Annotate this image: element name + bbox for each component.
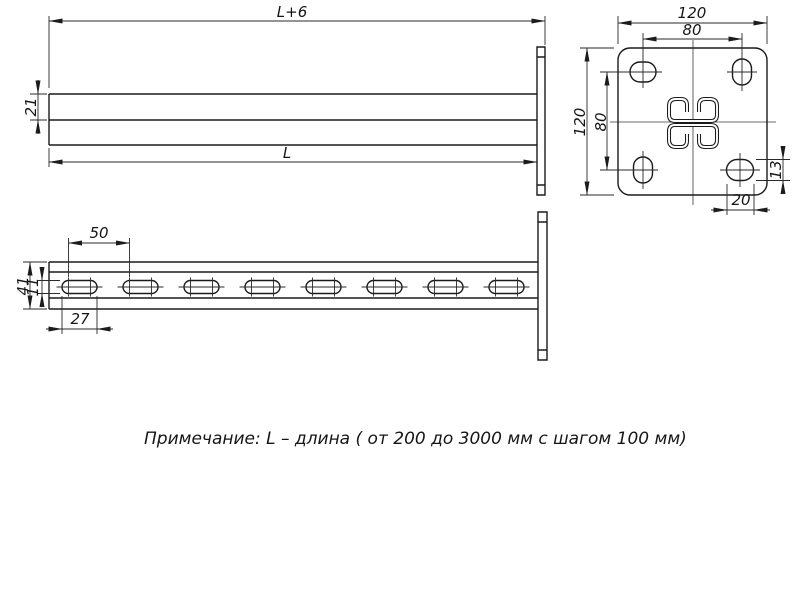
strut-slot-centerlines [117,277,164,297]
plate-slot-bottom-right-centerlines [720,153,760,187]
dim-ext-41 [23,261,47,310]
profile-upper-channel-inner [668,98,718,122]
strut-slots [56,277,530,297]
profile-lower-channel-inner [668,124,718,148]
dim-label-profile-height: 41 [14,276,32,295]
end-plate-corner-tangents [537,56,545,186]
dim-label-plate-width: 120 [678,4,707,22]
dim-label-overall-length: L+6 [277,3,307,21]
dim-label-hole-pitch: 50 [89,224,108,242]
note-text: Примечание: L – длина ( от 200 до 3000 м… [144,429,687,449]
strut-slot-centerlines [361,277,408,297]
end-plate-corner-tangents-plan [538,221,547,351]
dim-ext-50 [68,238,130,277]
strut-profile-cross-section [667,97,719,149]
end-plate-edge-plan [537,211,548,361]
dim-ext-l-plus-6 [48,16,546,88]
dim-label-plate-height: 120 [571,108,589,137]
base-plate-outline [617,47,768,196]
strut-slot-centerlines [178,277,225,297]
strut-slot-centerlines [56,277,103,297]
strut-slot-centerlines [483,277,530,297]
dim-label-slot-height: 11 [24,277,42,296]
dim-label-hole-spacing-horizontal: 80 [682,21,701,39]
dim-label-plate-slot-length: 20 [731,191,750,209]
plate-slot-top-right-centerlines [727,53,757,91]
plan-view: 50 41 11 27 [14,211,548,361]
plate-view: 120 80 120 80 13 20 [571,4,790,215]
dim-label-channel-height: 21 [22,97,40,116]
strut-slot-centerlines [300,277,347,297]
dim-label-hole-spacing-vertical: 80 [592,112,610,131]
end-plate-edge [536,46,546,196]
dim-label-slot-length: 27 [70,310,90,328]
side-view: L+6 L 21 [22,3,546,196]
dim-label-length: L [283,144,291,162]
plate-slot-bottom-left-centerlines [628,151,658,189]
dim-label-plate-slot-height: 13 [767,160,785,179]
plate-slot-top-left-centerlines [624,56,662,88]
strut-slot-centerlines [422,277,469,297]
strut-slot-centerlines [239,277,286,297]
